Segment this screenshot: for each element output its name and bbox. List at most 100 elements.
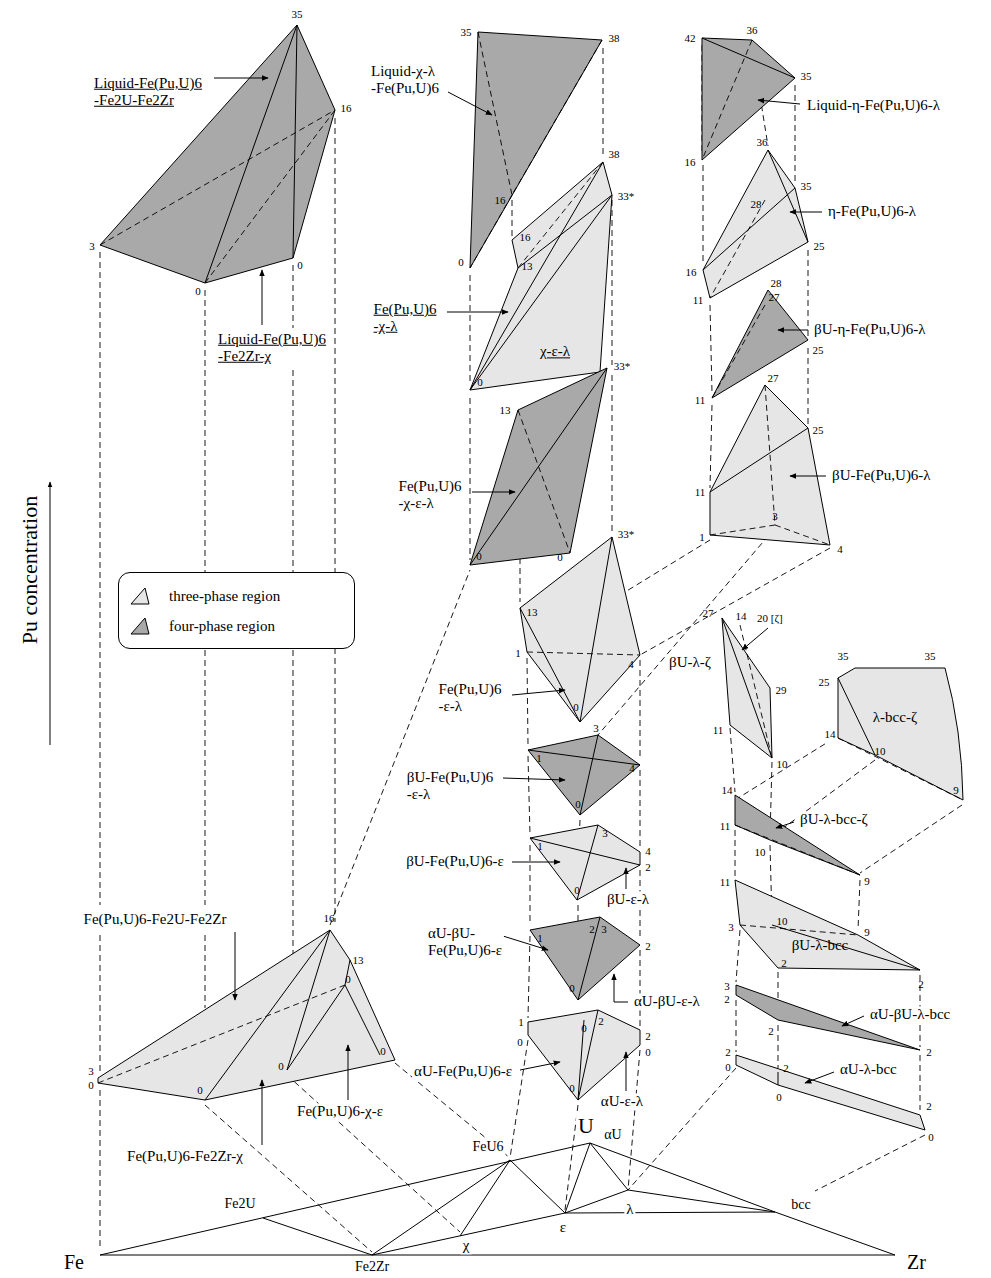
leader-arrow (512, 862, 560, 863)
projection-line (795, 85, 796, 183)
phase-label: βU-λ-bcc (792, 937, 849, 954)
projection-line (528, 756, 530, 835)
projection-line (640, 770, 641, 848)
vertex-number: 20 [ζ] (757, 612, 783, 625)
projection-line (703, 165, 704, 265)
vertex-number: 9 (864, 926, 870, 939)
projection-line (287, 1075, 460, 1232)
vertex-number: 9 (864, 875, 870, 888)
three-phase-region (470, 162, 612, 390)
vertex-number: 3 (772, 510, 778, 523)
vertex-number: 0 (569, 1082, 575, 1095)
vertex-number: 0 (197, 1084, 203, 1097)
edge-line (518, 195, 612, 268)
edge-line (578, 917, 600, 1000)
phase-label: αU (602, 1127, 623, 1143)
legend-text: four-phase region (169, 618, 275, 635)
projection-line (710, 305, 712, 393)
phase-label: Zr (905, 1251, 928, 1274)
projection-line (510, 1040, 528, 1158)
projection-line (730, 728, 735, 792)
phase-label: αU-ε-λ (599, 1093, 645, 1110)
composition-triangle-line (565, 1143, 590, 1213)
vertex-number: 13 (353, 954, 364, 967)
vertex-number: 11 (695, 394, 706, 407)
vertex-number: 13 (500, 404, 511, 417)
vertex-number: 27 (768, 372, 779, 385)
vertex-number: 4 (629, 762, 635, 775)
leader-arrow (448, 92, 492, 115)
vertex-number: 13 (522, 260, 533, 273)
edge-line (470, 368, 607, 565)
edge-line (838, 678, 875, 755)
leader-arrow (626, 1052, 627, 1091)
phase-label: FeU6 (470, 1139, 505, 1155)
projection-line (815, 1135, 925, 1191)
composition-triangle-line (510, 1160, 565, 1213)
vertex-number: 2 (645, 940, 651, 953)
projection-line (293, 370, 294, 960)
edge-line (722, 618, 772, 758)
composition-triangle-line (590, 1143, 775, 1212)
vertex-number: 16 (324, 912, 335, 925)
phase-label: βU-Fe(Pu,U)6-ε (404, 853, 506, 870)
legend-text: three-phase region (169, 588, 280, 605)
leader-arrow (742, 628, 768, 650)
projection-line (518, 162, 603, 268)
four-phase-region (470, 368, 607, 565)
vertex-number: 28 (771, 277, 782, 290)
edge-line (287, 930, 330, 1070)
projection-line (775, 525, 830, 545)
edge-line (345, 960, 350, 985)
composition-triangle-line (460, 1160, 510, 1236)
projection-line (710, 525, 775, 535)
edge-line (287, 985, 345, 1070)
vertex-number: 3 (89, 240, 95, 253)
three-phase-region (528, 1010, 640, 1100)
phase-label: αU-λ-bcc (838, 1061, 899, 1078)
phase-label: αU-βU- Fe(Pu,U)6-ε (426, 925, 504, 960)
phase-label: bcc (789, 1197, 812, 1213)
leader-arrow (805, 1072, 834, 1083)
vertex-number: 0 (928, 1131, 934, 1144)
projection-line (628, 1050, 640, 1190)
vertex-number: 2 (645, 861, 651, 874)
three-phase-region (722, 618, 772, 758)
phase-label: Pu concentration (17, 496, 42, 644)
leader-arrow (262, 270, 263, 325)
vertex-number: 35 (801, 70, 812, 83)
four-phase-region (528, 735, 640, 815)
vertex-number: 27 (769, 291, 780, 304)
phase-label: Liquid-χ-λ -Fe(Pu,U)6 (369, 63, 441, 98)
vertex-number: 14 (722, 784, 733, 797)
projection-line (98, 985, 345, 1083)
edge-line (530, 838, 640, 865)
phase-label: βU-Fe(Pu,U)6 -ε-λ (405, 769, 495, 804)
phase-label: Fe(Pu,U)6-χ-ε (295, 1103, 385, 1120)
projection-line (920, 1055, 921, 1110)
four-phase-region (702, 38, 795, 160)
projection-line (740, 925, 858, 935)
projection-line (612, 200, 613, 365)
vertex-number: 0 (195, 285, 201, 298)
three-phase-region (98, 930, 395, 1100)
vertex-number: 0 (575, 798, 581, 811)
three-phase-region (736, 1055, 925, 1130)
leader-arrow (790, 476, 826, 477)
four-phase-region (712, 290, 808, 398)
phase-label: Fe2Zr (353, 1259, 391, 1275)
projection-line (702, 40, 752, 160)
vertex-number: 2 (598, 1015, 604, 1028)
phase-label: Fe(Pu,U)6-Fe2U-Fe2Zr (82, 911, 229, 928)
phase-label: χ-ε-λ (540, 343, 570, 360)
projection-line (838, 738, 963, 800)
vertex-number: 11 (720, 876, 731, 889)
legend-swatch (129, 616, 151, 636)
vertex-number: 0 (278, 1060, 284, 1073)
vertex-number: 1 (699, 531, 705, 544)
phase-label: Fe (62, 1251, 86, 1274)
projection-line (770, 760, 875, 838)
projection-line (470, 275, 471, 385)
phase-label: βU-λ-bcc-ζ (798, 811, 870, 828)
phase-label: Fe2U (222, 1196, 257, 1212)
